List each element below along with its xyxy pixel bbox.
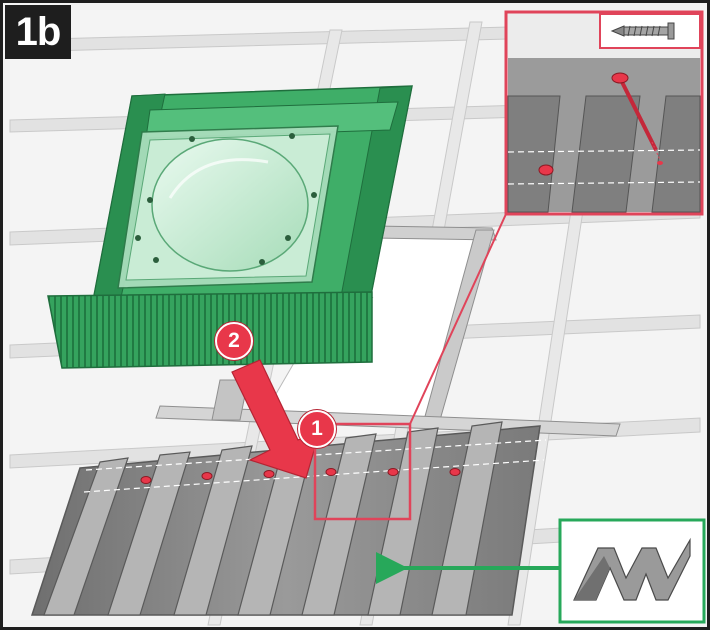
step-2-badge: 2 — [215, 322, 253, 360]
screw-point — [325, 468, 337, 476]
screw-point — [387, 468, 399, 476]
screw-point — [263, 470, 275, 478]
screw-icon — [610, 22, 675, 40]
step-1-badge: 1 — [298, 410, 336, 448]
screw-icon — [611, 72, 661, 161]
flashing-skirt — [47, 291, 373, 369]
step-label: 1b — [5, 5, 71, 59]
screw-point — [140, 476, 152, 484]
skylight-dome-icon — [117, 125, 339, 289]
screw-detail-callout — [313, 10, 704, 521]
profile-callout — [376, 518, 706, 624]
placement-arrow — [231, 359, 321, 479]
screw-point — [201, 472, 213, 480]
screw-point — [449, 468, 461, 476]
screw-points — [140, 468, 461, 484]
roof-profile-icon — [573, 537, 691, 601]
